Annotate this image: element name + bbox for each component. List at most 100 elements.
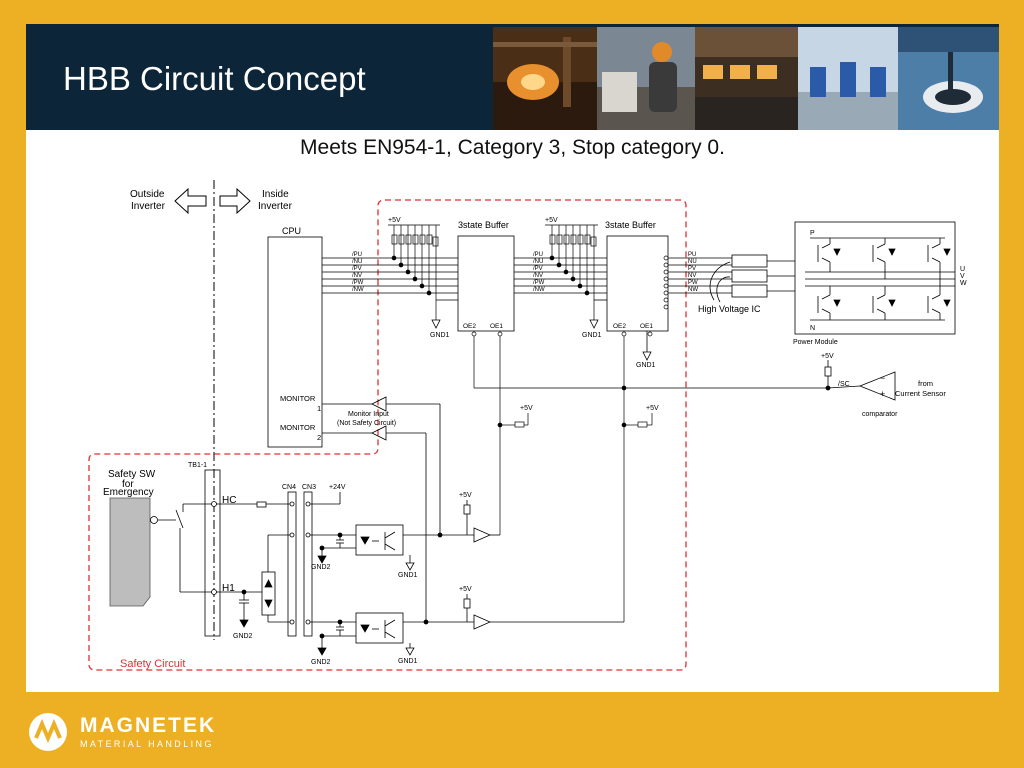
connector-cn3 bbox=[303, 491, 313, 637]
sig-pw-3: PW bbox=[688, 280, 698, 286]
signal-bus bbox=[322, 257, 732, 294]
cpu-label: CPU bbox=[282, 226, 301, 236]
buffer2-oe1: OE1 bbox=[640, 323, 653, 330]
optocoupler-2 bbox=[317, 594, 624, 656]
sig-pu-1: /PU bbox=[352, 252, 362, 258]
gnd1-a: GND1 bbox=[430, 332, 450, 339]
gnd2-c: GND2 bbox=[311, 659, 331, 666]
cn3-label: CN3 bbox=[302, 484, 316, 491]
safety-circuit-label: Safety Circuit bbox=[120, 658, 185, 670]
oe-pullup1-5v: +5V bbox=[520, 405, 533, 412]
buffer2-output-circles bbox=[663, 255, 669, 310]
comparator-5v: +5V bbox=[821, 353, 834, 360]
inside-label: Inside bbox=[262, 189, 289, 200]
arrow-right-icon bbox=[219, 187, 251, 215]
photo-worker bbox=[597, 27, 695, 130]
gnd2-a: GND2 bbox=[233, 633, 253, 640]
inside-label-2: Inverter bbox=[258, 201, 293, 212]
safety-wiring bbox=[216, 501, 290, 628]
oe-pullup2-5v: +5V bbox=[646, 405, 659, 412]
tb1-label: TB1-1 bbox=[188, 462, 207, 469]
switch-contact-icon bbox=[150, 516, 158, 524]
photo-steel-mill bbox=[493, 27, 597, 130]
pullup-network-2: +5V bbox=[545, 217, 598, 320]
safety-switch bbox=[109, 497, 151, 607]
signal-labels-1: /PU /NU /PV /NV /PW /NW bbox=[352, 252, 364, 293]
sig-pu-2: /PU bbox=[533, 252, 543, 258]
buffer-grounds bbox=[431, 299, 652, 361]
terminal-block-tb1 bbox=[204, 469, 221, 637]
brand-subtitle: MATERIAL HANDLING bbox=[80, 739, 214, 749]
pm-n-label: N bbox=[810, 325, 815, 332]
sig-nu-1: /NU bbox=[352, 259, 362, 265]
sig-pu-3: PU bbox=[688, 252, 696, 258]
gnd1-d: GND1 bbox=[398, 572, 418, 579]
arrow-left-icon bbox=[174, 187, 207, 215]
gnd1-e: GND1 bbox=[398, 658, 418, 665]
switch-wiring bbox=[158, 503, 214, 593]
monitor2-number: 2 bbox=[317, 433, 321, 442]
monitor1-number: 1 bbox=[317, 404, 321, 413]
hc-terminal bbox=[211, 501, 217, 507]
photo-crane bbox=[898, 27, 999, 130]
cn4-label: CN4 bbox=[282, 484, 296, 491]
safety-boundary bbox=[88, 199, 687, 671]
photo-motors bbox=[798, 27, 898, 130]
opto2-5v: +5V bbox=[459, 586, 472, 593]
outside-label-2: Inverter bbox=[131, 201, 166, 212]
monitor-buffers bbox=[322, 396, 441, 622]
pullup2-5v: +5V bbox=[545, 217, 558, 224]
oe-lines bbox=[471, 331, 828, 622]
hc-label: HC bbox=[222, 495, 236, 506]
from-label: from bbox=[918, 379, 933, 388]
high-voltage-ic bbox=[709, 254, 795, 303]
pullup-network-1: +5V bbox=[388, 217, 440, 320]
sig-pv-3: PV bbox=[688, 266, 696, 272]
signal-labels-3: PU NU PV NV PW NW bbox=[688, 252, 698, 293]
power-module bbox=[794, 221, 956, 335]
sc-label: /SC bbox=[838, 381, 850, 388]
cpu-block bbox=[267, 236, 323, 448]
photo-control-room bbox=[695, 27, 798, 130]
pullup1-5v: +5V bbox=[388, 217, 401, 224]
sig-nu-3: NU bbox=[688, 259, 697, 265]
safety-sw-label: Safety SW bbox=[108, 469, 156, 480]
not-safety-label: (Not Safety Circuit) bbox=[337, 420, 396, 427]
pm-v-label: V bbox=[960, 273, 965, 280]
h1-label: H1 bbox=[222, 583, 235, 594]
buffer1-oe1: OE1 bbox=[490, 323, 503, 330]
buffer1-oe2: OE2 bbox=[463, 323, 476, 330]
h1-terminal bbox=[211, 589, 217, 595]
sig-pw-1: /PW bbox=[352, 280, 364, 286]
monitor1-label: MONITOR bbox=[280, 394, 316, 403]
current-sensor-label: Current Sensor bbox=[895, 389, 946, 398]
slide-title: HBB Circuit Concept bbox=[63, 60, 366, 97]
comparator-minus: − bbox=[880, 373, 885, 383]
buffer1-label: 3state Buffer bbox=[458, 220, 509, 230]
sig-pv-1: /PV bbox=[352, 266, 362, 272]
buffer-2 bbox=[606, 235, 669, 332]
buffer2-oe2: OE2 bbox=[613, 323, 626, 330]
optocoupler-1 bbox=[317, 500, 500, 571]
title-bar: HBB Circuit Concept bbox=[26, 24, 999, 130]
brand-name: MAGNETEK bbox=[80, 714, 217, 737]
monitor-input-label: Monitor Input bbox=[348, 411, 389, 418]
pm-p-label: P bbox=[810, 230, 815, 237]
sig-nv-1: /NV bbox=[352, 273, 362, 279]
power-module-label: Power Module bbox=[793, 339, 838, 346]
comparator-plus: + bbox=[880, 389, 885, 399]
magnetek-logo-icon bbox=[29, 713, 67, 751]
pm-u-label: U bbox=[960, 266, 965, 273]
slide: HBB Circuit Concept bbox=[26, 24, 999, 692]
slide-subtitle: Meets EN954-1, Category 3, Stop category… bbox=[300, 136, 725, 159]
sig-nv-2: /NV bbox=[533, 273, 543, 279]
buffer2-label: 3state Buffer bbox=[605, 220, 656, 230]
opto1-5v: +5V bbox=[459, 492, 472, 499]
comparator-label: comparator bbox=[862, 411, 898, 418]
safety-sw-for: for bbox=[122, 479, 134, 490]
comparator bbox=[824, 360, 896, 401]
sig-nw-3: NW bbox=[688, 287, 698, 293]
monitor2-label: MONITOR bbox=[280, 423, 316, 432]
sig-nu-2: /NU bbox=[533, 259, 543, 265]
gnd1-b: GND1 bbox=[582, 332, 602, 339]
